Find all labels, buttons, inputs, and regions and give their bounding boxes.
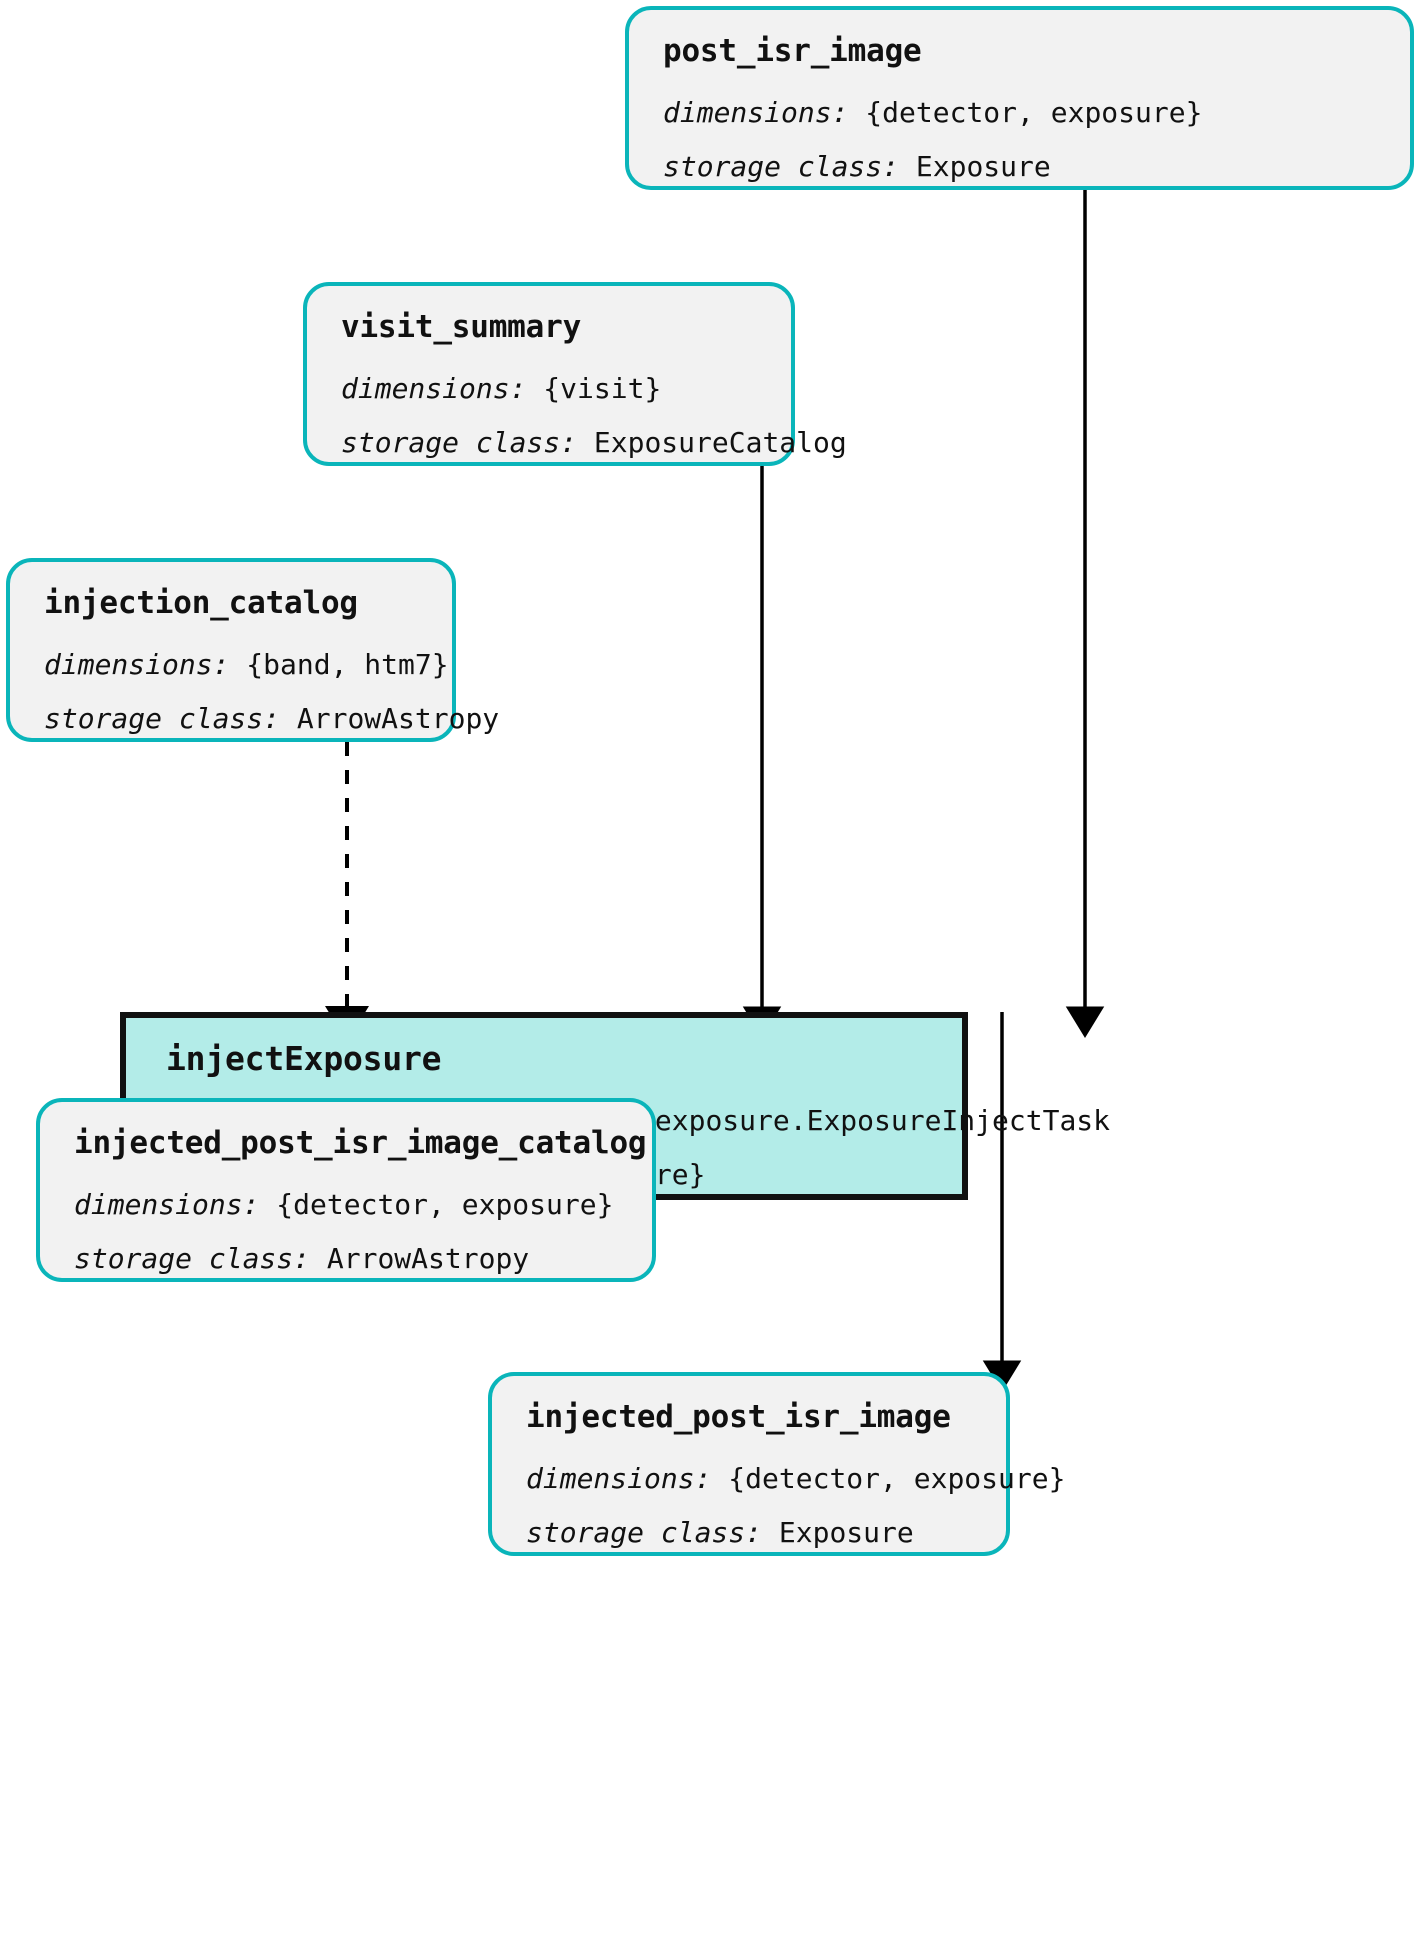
node-title: injected_post_isr_image <box>526 1399 951 1435</box>
storage-class-value: ArrowAstropy <box>296 702 500 735</box>
node-title: injection_catalog <box>44 585 358 621</box>
node-dimensions-row: dimensions: {detector, exposure} <box>526 1462 1065 1495</box>
node-title: injected_post_isr_image_catalog <box>74 1125 647 1161</box>
storage-class-label: storage class: <box>526 1516 763 1549</box>
node-storage-class-row: storage class: Exposure <box>663 153 1376 181</box>
dimensions-value: {visit} <box>543 372 662 405</box>
storage-class-value: Exposure <box>915 150 1051 183</box>
node-storage-class-row: storage class: ArrowAstropy <box>74 1245 618 1273</box>
node-injected-post-isr-image-catalog[interactable]: injected_post_isr_image_catalog dimensio… <box>36 1098 656 1282</box>
node-dimensions-row: dimensions: {detector, exposure} <box>663 99 1376 127</box>
node-storage-class-row: storage class: ArrowAstropy <box>44 702 499 735</box>
dimensions-label: dimensions: <box>341 372 527 405</box>
dimensions-value: {detector, exposure} <box>276 1188 614 1221</box>
dimensions-value: {band, htm7} <box>246 648 449 681</box>
node-injection-catalog[interactable]: injection_catalog dimensions: {band, htm… <box>6 558 499 742</box>
node-title: visit_summary <box>341 309 582 345</box>
storage-class-label: storage class: <box>44 702 281 735</box>
storage-class-label: storage class: <box>74 1242 311 1275</box>
dimensions-label: dimensions: <box>663 96 849 129</box>
storage-class-value: Exposure <box>778 1516 914 1549</box>
node-dimensions-row: dimensions: {detector, exposure} <box>74 1191 618 1219</box>
dimensions-label: dimensions: <box>526 1462 712 1495</box>
node-storage-class-row: storage class: Exposure <box>526 1519 972 1547</box>
dimensions-label: dimensions: <box>74 1188 260 1221</box>
node-title: injectExposure <box>166 1039 442 1078</box>
dimensions-label: dimensions: <box>44 648 230 681</box>
node-title: post_isr_image <box>663 33 922 69</box>
storage-class-value: ArrowAstropy <box>326 1242 530 1275</box>
storage-class-value: ExposureCatalog <box>593 426 847 459</box>
dimensions-value: {detector, exposure} <box>728 1462 1066 1495</box>
node-post-isr-image[interactable]: post_isr_image dimensions: {detector, ex… <box>625 6 1414 190</box>
storage-class-label: storage class: <box>341 426 578 459</box>
node-dimensions-row: dimensions: {band, htm7} <box>44 648 449 681</box>
node-dimensions-row: dimensions: {visit} <box>341 375 757 403</box>
node-visit-summary[interactable]: visit_summary dimensions: {visit} storag… <box>303 282 847 466</box>
node-injected-post-isr-image[interactable]: injected_post_isr_image dimensions: {det… <box>488 1372 1065 1556</box>
node-storage-class-row: storage class: ExposureCatalog <box>341 426 847 459</box>
storage-class-label: storage class: <box>663 150 900 183</box>
dimensions-value: {detector, exposure} <box>865 96 1203 129</box>
